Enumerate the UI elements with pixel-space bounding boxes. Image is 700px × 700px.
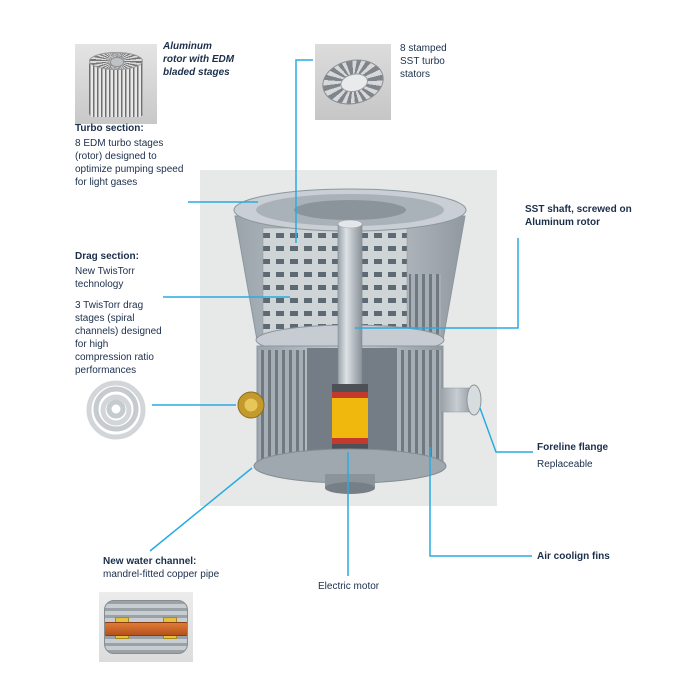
electric-motor-label: Electric motor (318, 581, 380, 592)
turbo-blades-left (262, 227, 339, 339)
stator-photo-hole (338, 71, 370, 95)
stator-photo (315, 44, 391, 120)
leader-sst-shaft (355, 238, 519, 329)
drag-section-body: 3 TwisTorr drag stages (spiral channels)… (75, 300, 162, 376)
air-cooling-fins-label: Air coolign fins (537, 551, 610, 562)
water-channel-callout: New water channel: mandrel-fitted copper… (103, 555, 233, 581)
electric-motor-part (332, 384, 368, 454)
stators-caption: 8 stamped SST turbo stators (400, 43, 447, 80)
water-port (237, 391, 265, 419)
leader-air-cooling-fins (429, 447, 532, 557)
foreline-flange-part (440, 384, 482, 416)
pump-top-flange (233, 188, 467, 232)
water-channel-block (104, 600, 188, 654)
rotor-photo-hub (110, 57, 124, 67)
turbo-section-callout: Turbo section: 8 EDM turbo stages (rotor… (75, 122, 187, 189)
copper-pipe (105, 622, 187, 636)
leader-stators (295, 59, 313, 243)
water-channel-body: mandrel-fitted copper pipe (103, 569, 220, 580)
rotor-photo (75, 44, 157, 124)
rotor-caption: Aluminum rotor with EDM bladed stages (163, 41, 235, 78)
leader-foreline-flange (479, 407, 533, 453)
rotor-shaft (337, 219, 363, 393)
spiral-photo (86, 380, 146, 440)
turbo-section-body: 8 EDM turbo stages (rotor) designed to o… (75, 138, 184, 188)
stator-photo-disc (318, 54, 388, 110)
foreline-flange-body: Replaceable (537, 459, 593, 470)
drag-section-callout: Drag section: New TwisTorr technology 3 … (75, 250, 167, 377)
drag-section-subtitle: New TwisTorr technology (75, 266, 135, 290)
cooling-fins-lower-right (401, 350, 441, 462)
sst-shaft-label: SST shaft, screwed on Aluminum rotor (525, 204, 632, 228)
water-channel-photo (99, 592, 193, 662)
foreline-flange-title: Foreline flange (537, 442, 609, 453)
drag-section-title: Drag section: (75, 251, 139, 262)
leader-water-channel (149, 467, 253, 552)
turbo-section-title: Turbo section: (75, 123, 144, 134)
pump-cutaway-illustration (233, 188, 482, 494)
foreline-flange-callout: Foreline flange Replaceable (537, 441, 647, 471)
rotor-photo-cylinder (89, 52, 143, 117)
water-channel-title: New water channel: (103, 556, 197, 567)
cooling-fins-lower-left (259, 350, 305, 462)
pump-base (253, 448, 447, 494)
